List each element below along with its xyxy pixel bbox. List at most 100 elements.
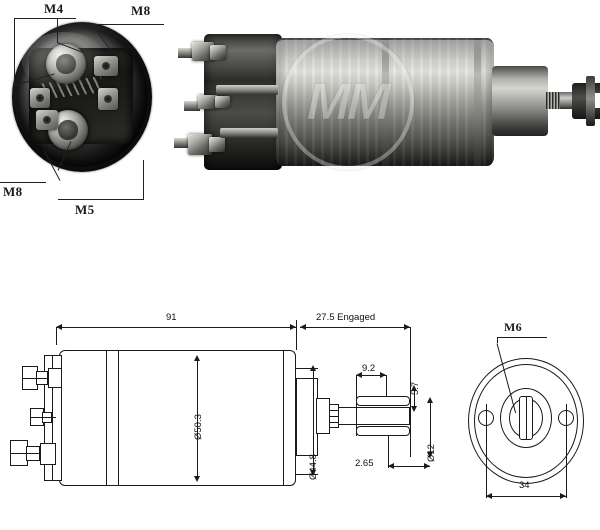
drawing-stud-axis-middle (30, 417, 56, 418)
callout-leader-m5-horizontal (58, 199, 144, 200)
dimension-arrow-engaged-right (404, 324, 410, 330)
extension-line-length-left (56, 327, 57, 345)
dimension-arrow-hole-spacing-left (486, 493, 492, 499)
solenoid-nose-collar (492, 66, 548, 136)
dimension-arrow-length-right (290, 324, 296, 330)
plunger-shaft (546, 92, 574, 109)
endview-hole-right-centerline (566, 404, 567, 432)
dimension-arrow-thickness-right (424, 463, 430, 469)
endview-extension-line-left (486, 432, 487, 498)
endview-leader-m6-horizontal (497, 337, 547, 338)
endview-hole-left-centerline (486, 404, 487, 432)
callout-leader-m4-drop (57, 19, 58, 43)
dimension-arrow-plunger-diameter-bottom (427, 452, 433, 458)
dimension-line-length (56, 327, 296, 328)
drawing-fork-root (356, 396, 357, 436)
dimension-text-body-diameter: Ø50.3 (193, 414, 204, 440)
extension-line-flange-top (296, 368, 318, 369)
dimension-line-fork-slot (414, 388, 415, 410)
terminal-tab-m8-lower (36, 110, 58, 130)
drawing-fork-arm-upper (356, 396, 410, 406)
dimension-line-hole-spacing (486, 496, 566, 497)
terminal-tab-m8-right (98, 88, 118, 110)
dimension-line-body-diameter (197, 358, 198, 480)
callout-leader-m8-top-horizontal (92, 24, 164, 25)
drawing-nose-flange (296, 378, 318, 456)
body-seam-band-rear (474, 38, 481, 166)
callout-label-m4: M4 (44, 1, 64, 16)
drawing-thread-hatch-2 (329, 416, 339, 417)
endview-extension-line-right (566, 432, 567, 498)
dimension-text-engaged: 27.5 Engaged (316, 312, 376, 323)
dimension-line-flange-diameter (313, 368, 314, 474)
end-face-photo (12, 22, 152, 172)
drawing-plunger-shaft (338, 407, 410, 425)
drawing-stud-axis-top (22, 378, 50, 379)
dimension-arrow-hole-spacing-right (560, 493, 566, 499)
extension-line-fork-width-right (386, 375, 387, 397)
dimension-arrow-fork-slot-bottom (411, 406, 417, 412)
dimension-line-thickness (388, 466, 430, 467)
dimension-arrow-body-diameter-bottom (194, 476, 200, 482)
dimension-text-length: 91 (166, 312, 177, 323)
dimension-text-fork-width: 9.2 (362, 363, 376, 374)
dimension-arrow-plunger-diameter-top (427, 397, 433, 403)
endview-fork-centerline (526, 396, 527, 440)
extension-line-fork-width-left (356, 375, 357, 397)
dimension-text-fork-slot: 5.7 (410, 381, 421, 395)
dimension-line-engaged (300, 327, 410, 328)
endview-label-m6: M6 (504, 320, 522, 334)
dimension-arrow-length-left (56, 324, 62, 330)
terminal-post-top (178, 48, 194, 58)
callout-leader-m4-vertical (14, 18, 15, 86)
extension-line-engaged-right (410, 327, 411, 457)
dimension-text-hole-spacing: 34 (519, 480, 530, 491)
dimension-arrow-thickness-left (388, 463, 394, 469)
callout-label-m8-top: M8 (131, 3, 151, 18)
drawing-thread-hatch-1 (329, 410, 339, 411)
drawing-nose-collar (316, 398, 330, 434)
hex-nut-bottom-outer (188, 134, 212, 155)
dimension-arrow-fork-width-right (380, 372, 386, 378)
drawing-fork-arm-lower (356, 426, 410, 436)
callout-label-m8-bottom: M8 (3, 184, 23, 199)
drawing-thread-hatch-3 (329, 422, 339, 423)
drawing-body-seam-front2 (118, 350, 119, 486)
hex-nut-top-outer (192, 42, 214, 61)
terminal-tab-m8-left (30, 88, 50, 108)
dimension-arrow-flange-diameter-bottom (310, 470, 316, 476)
dimension-line-plunger-diameter (430, 400, 431, 456)
dimension-line-fork-width (356, 375, 386, 376)
terminal-post-bottom (174, 138, 190, 148)
dimension-arrow-body-diameter-top (194, 355, 200, 361)
drawing-stud-axis-bottom (10, 453, 52, 454)
callout-leader-m4-horizontal (14, 18, 76, 19)
side-view-photo: MM (174, 28, 600, 178)
dimension-arrow-engaged-left (300, 324, 306, 330)
extension-line-flange-bottom (296, 474, 318, 475)
drawing-body-outline (59, 350, 296, 486)
drawing-body-seam-rear (283, 350, 284, 486)
dimension-text-plunger-diameter: Ø12 (426, 444, 437, 462)
drawing-terminal-block-inner (52, 355, 53, 481)
hex-nut-top-inner (210, 45, 226, 60)
drawing-terminal-base-top (48, 368, 62, 388)
hex-nut-middle-inner (215, 96, 230, 108)
dimension-text-flange-diameter: Ø44.8 (308, 454, 319, 480)
callout-label-m5: M5 (75, 202, 95, 217)
callout-leader-m5-vertical (143, 160, 144, 200)
terminal-tab-m8-top (94, 56, 118, 76)
body-seam-band-front (382, 38, 389, 166)
extension-line-thickness-left (388, 436, 389, 468)
dimension-arrow-fork-width-left (356, 372, 362, 378)
hex-nut-middle-outer (198, 95, 218, 109)
dimension-arrow-fork-slot-top (411, 385, 417, 391)
terminal-strap-upper (216, 85, 278, 95)
dimension-text-thickness: 2.65 (355, 458, 374, 469)
drawing-body-seam-front (106, 350, 107, 486)
extension-line-length-right (296, 320, 297, 350)
callout-leader-m8-bottom-horizontal (0, 182, 46, 183)
terminal-post-middle (184, 101, 200, 111)
drawing-terminal-base-bottom (40, 443, 56, 465)
